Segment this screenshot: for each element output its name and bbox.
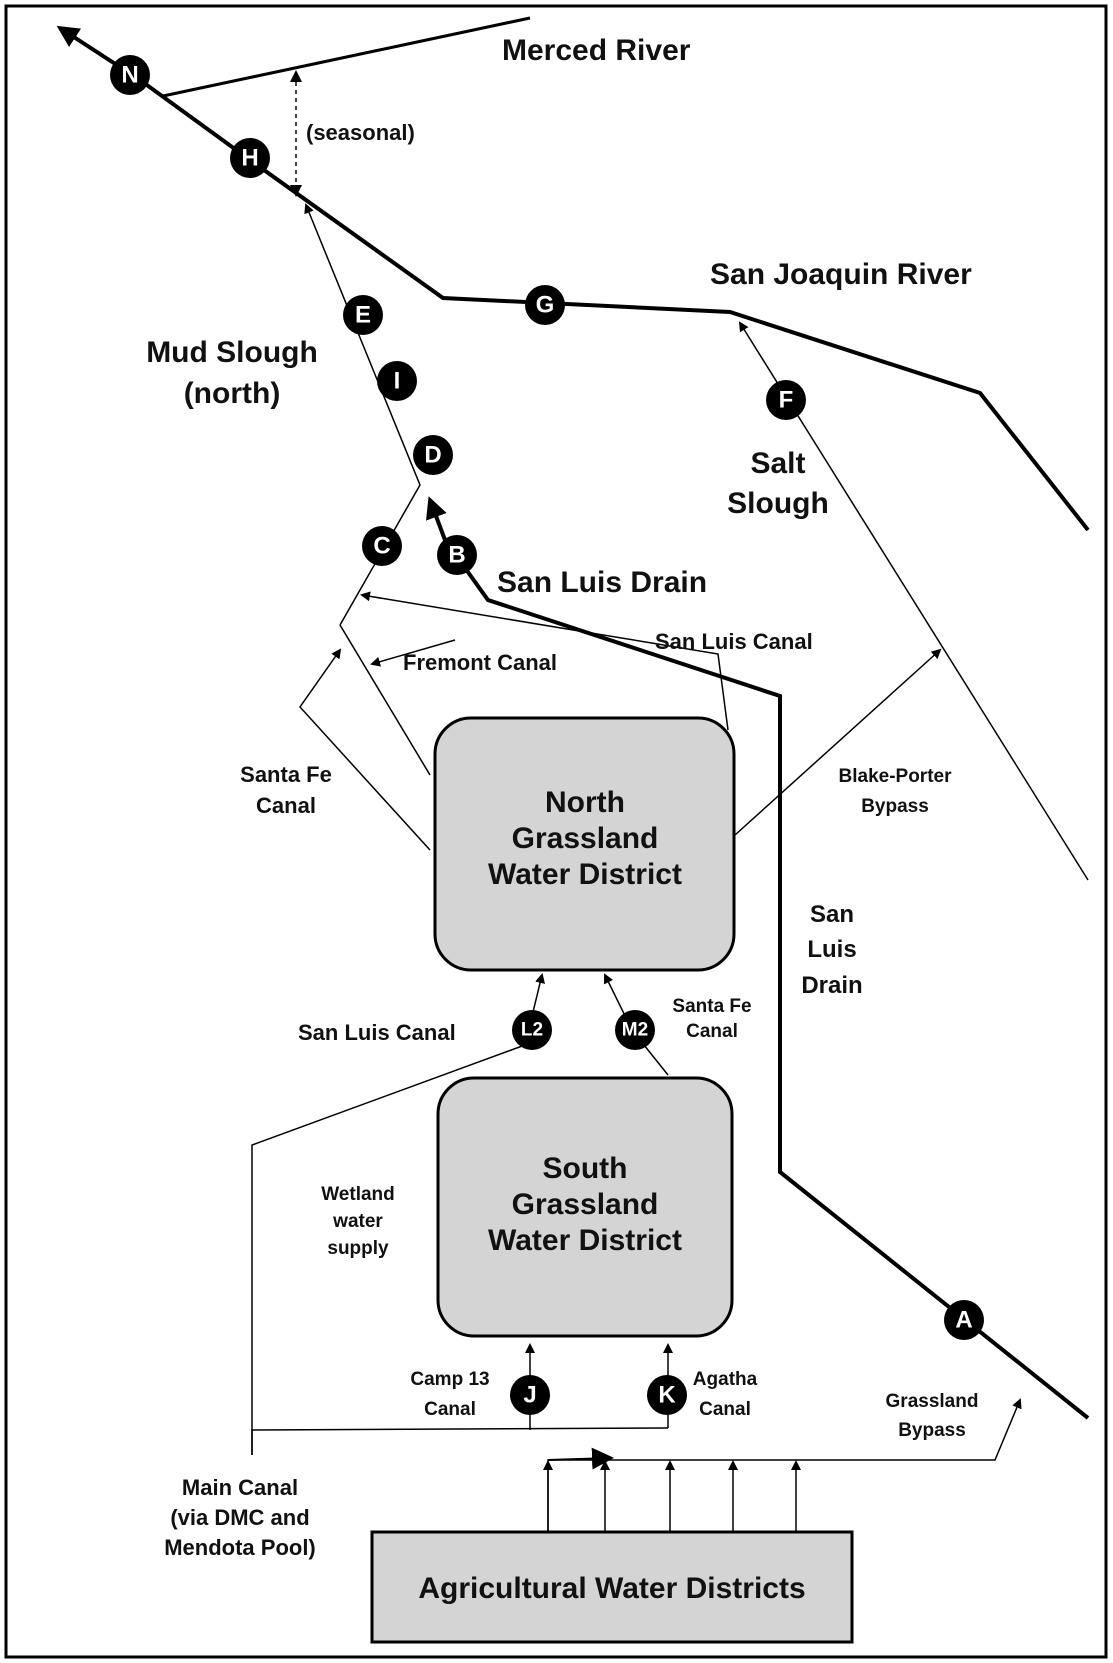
blake-porter-label-2: Bypass <box>861 796 929 817</box>
grassland-bypass-label-2: Bypass <box>898 1420 966 1441</box>
node-G: G <box>525 285 565 325</box>
ag-flow-arrow <box>547 1447 614 1470</box>
san-luis-drain-side-3: Drain <box>801 972 862 999</box>
north-grassland-box <box>433 716 736 972</box>
santa-fe-canal-label-1: Santa Fe <box>240 762 332 787</box>
seasonal-label: (seasonal) <box>306 120 415 145</box>
main-canal-label-3: Mendota Pool) <box>164 1535 316 1560</box>
salt-slough-label-1: Salt <box>750 447 805 480</box>
agatha-label-1: Agatha <box>693 1369 758 1390</box>
svg-text:I: I <box>394 368 401 395</box>
ag-box-label: Agricultural Water Districts <box>418 1572 805 1605</box>
san-luis-canal-label-mid: San Luis Canal <box>298 1020 456 1045</box>
node-D: D <box>413 435 453 475</box>
mud-slough-label-2: (north) <box>184 377 281 410</box>
santa-fe-small-label-1: Santa Fe <box>672 996 751 1017</box>
blake-porter-line <box>734 648 942 836</box>
mud-slough-line <box>304 203 421 626</box>
agricultural-water-districts-box <box>370 1530 854 1644</box>
node-C: C <box>362 526 402 566</box>
svg-text:C: C <box>373 533 390 560</box>
blake-porter-label-1: Blake-Porter <box>839 766 953 787</box>
svg-text:B: B <box>448 542 465 569</box>
agatha-label-2: Canal <box>699 1399 751 1420</box>
fremont-canal-label: Fremont Canal <box>403 650 557 675</box>
node-B: B <box>437 535 477 575</box>
node-E: E <box>343 295 383 335</box>
svg-text:D: D <box>424 442 441 469</box>
san-joaquin-river-label: San Joaquin River <box>710 258 972 291</box>
south-box-line2: Grassland <box>512 1188 659 1221</box>
north-to-c-line <box>339 624 431 776</box>
svg-text:J: J <box>523 1382 536 1409</box>
mud-slough-label-1: Mud Slough <box>146 336 318 369</box>
camp13-label-1: Camp 13 <box>410 1369 489 1390</box>
svg-text:L2: L2 <box>521 1020 543 1041</box>
santa-fe-small-label-2: Canal <box>686 1021 738 1042</box>
seasonal-arrow-top <box>290 70 302 82</box>
wetland-label-3: supply <box>327 1238 389 1259</box>
merced-river-line <box>162 16 531 98</box>
node-J: J <box>510 1375 550 1415</box>
node-L2: L2 <box>512 1010 552 1050</box>
salt-slough-label-2: Slough <box>727 487 829 520</box>
santa-fe-canal-line <box>299 648 431 851</box>
svg-text:K: K <box>658 1382 676 1409</box>
fremont-canal-arrow <box>370 639 456 667</box>
svg-text:A: A <box>955 1307 972 1334</box>
merced-river-label: Merced River <box>502 34 691 67</box>
north-box-line1: North <box>545 786 625 819</box>
san-luis-drain-label-top: San Luis Drain <box>497 566 707 599</box>
svg-text:H: H <box>241 145 258 172</box>
svg-text:N: N <box>121 62 138 89</box>
south-box-line3: Water District <box>488 1224 682 1257</box>
north-box-line2: Grassland <box>512 822 659 855</box>
node-N: N <box>110 55 150 95</box>
san-luis-drain-side-2: Luis <box>807 936 856 963</box>
wetland-label-1: Wetland <box>321 1184 395 1205</box>
san-luis-canal-upper <box>360 591 729 731</box>
l2-line <box>251 973 545 1455</box>
wetland-label-2: water <box>332 1211 383 1232</box>
grassland-bypass-label-1: Grassland <box>886 1391 979 1412</box>
node-F: F <box>766 380 806 420</box>
san-luis-canal-label-top: San Luis Canal <box>655 629 813 654</box>
svg-text:M2: M2 <box>622 1020 648 1041</box>
node-A: A <box>944 1300 984 1340</box>
san-luis-drain-side-1: San <box>810 901 854 928</box>
south-box-line1: South <box>543 1152 628 1185</box>
main-canal-label-2: (via DMC and <box>170 1505 309 1530</box>
node-I: I <box>377 361 417 401</box>
south-grassland-box <box>436 1076 734 1338</box>
santa-fe-canal-label-2: Canal <box>256 793 316 818</box>
svg-text:F: F <box>779 387 794 414</box>
node-M2: M2 <box>615 1010 655 1050</box>
svg-text:E: E <box>355 302 371 329</box>
node-H: H <box>230 138 270 178</box>
main-canal-label-1: Main Canal <box>182 1475 298 1500</box>
camp13-label-2: Canal <box>424 1399 476 1420</box>
north-box-line3: Water District <box>488 858 682 891</box>
svg-text:G: G <box>536 292 555 319</box>
node-K: K <box>647 1375 687 1415</box>
san-luis-drain-line <box>426 496 1090 1420</box>
